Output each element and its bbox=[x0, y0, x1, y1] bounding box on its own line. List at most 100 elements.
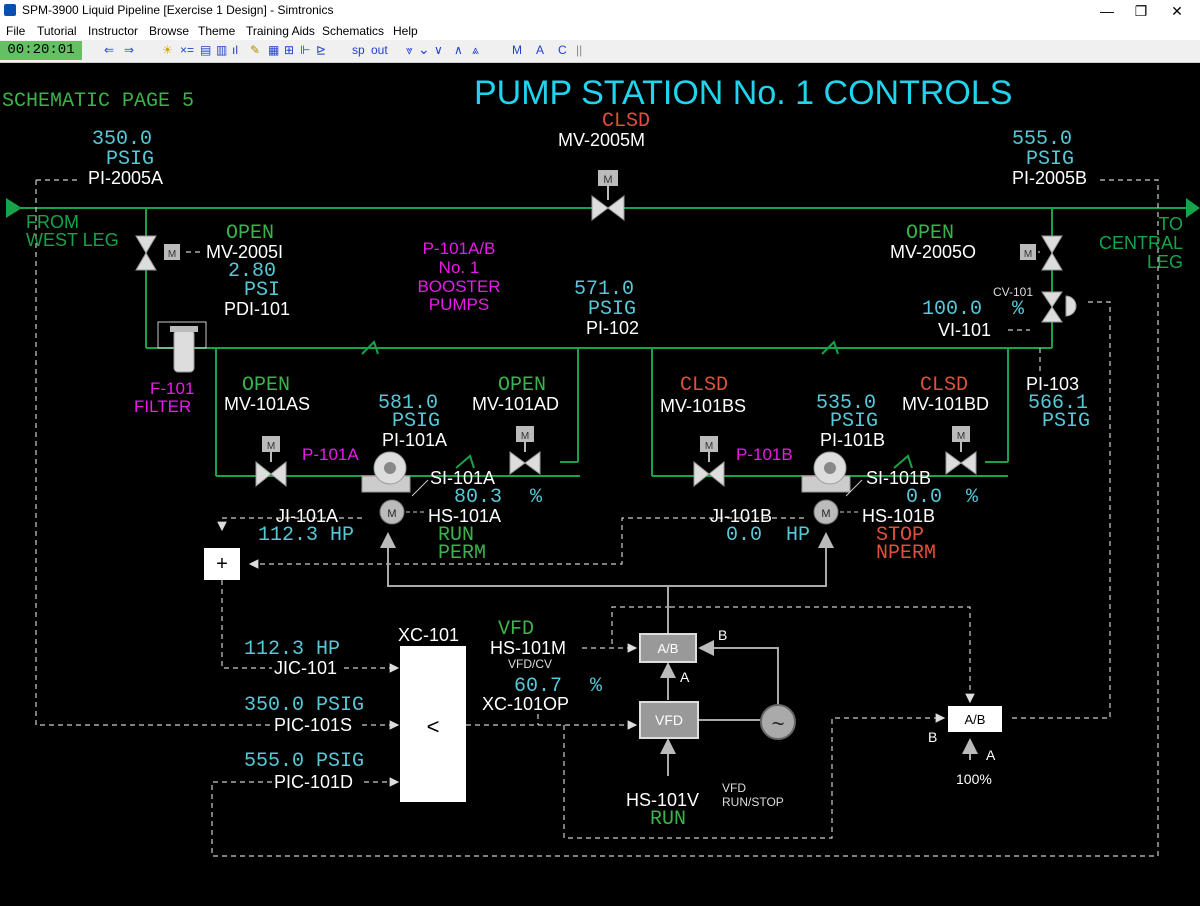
double-up-icon[interactable]: ⩓ bbox=[472, 43, 479, 57]
pi-103-tag[interactable]: PI-103 bbox=[1026, 374, 1079, 394]
valve-mv-101as[interactable]: M bbox=[255, 436, 287, 488]
svg-text:M: M bbox=[705, 441, 713, 452]
ji-101a-value: 112.3 bbox=[258, 524, 318, 547]
hs-101a-tag[interactable]: HS-101A bbox=[428, 506, 501, 526]
svg-text:A/B: A/B bbox=[965, 712, 986, 727]
forward-arrow-icon[interactable]: ⇒ bbox=[124, 43, 135, 57]
out-button[interactable]: out bbox=[371, 43, 388, 57]
pi-2005a-tag[interactable]: PI-2005A bbox=[88, 168, 163, 188]
ab-right-b: B bbox=[928, 729, 937, 745]
menu-theme[interactable]: Theme bbox=[198, 24, 236, 38]
jic-101-tag[interactable]: JIC-101 bbox=[274, 658, 337, 678]
pi-2005b-tag[interactable]: PI-2005B bbox=[1012, 168, 1087, 188]
bar-chart-icon[interactable]: ıl bbox=[232, 43, 238, 57]
hs-101m-tag[interactable]: HS-101M bbox=[490, 638, 566, 658]
si-101b-tag[interactable]: SI-101B bbox=[866, 468, 931, 488]
mv-2005o-tag[interactable]: MV-2005O bbox=[890, 242, 976, 262]
pump-p-101a[interactable]: M bbox=[361, 451, 429, 525]
sp-button[interactable]: sp bbox=[352, 43, 365, 57]
pencil-icon[interactable]: ✎ bbox=[250, 43, 261, 57]
pi-102-value: 571.0 bbox=[574, 278, 634, 301]
multiply-icon[interactable]: ×= bbox=[180, 43, 195, 57]
pi-2005b-unit: PSIG bbox=[1026, 148, 1074, 171]
pumps-label-1: P-101A/B bbox=[423, 239, 496, 258]
menu-instructor[interactable]: Instructor bbox=[88, 24, 139, 38]
menu-browse[interactable]: Browse bbox=[149, 24, 190, 38]
menu-schematics[interactable]: Schematics bbox=[322, 24, 385, 38]
svg-text:M: M bbox=[821, 508, 830, 520]
hs-101b-perm: NPERM bbox=[876, 542, 936, 565]
down-icon[interactable]: ∨ bbox=[434, 43, 443, 57]
cv-101-tag[interactable]: CV-101 bbox=[993, 285, 1033, 299]
pic-101s-tag[interactable]: PIC-101S bbox=[274, 715, 352, 735]
hs-101v-tag[interactable]: HS-101V bbox=[626, 790, 699, 810]
mv-2005i-tag[interactable]: MV-2005I bbox=[206, 242, 283, 262]
filter-tag[interactable]: F-101 bbox=[150, 379, 194, 398]
schematic-canvas: M M M M M M M bbox=[0, 66, 1200, 906]
si-101a-tag[interactable]: SI-101A bbox=[430, 468, 495, 488]
cascade-button[interactable]: C bbox=[558, 43, 567, 57]
double-down-icon[interactable]: ⩔ bbox=[406, 43, 413, 57]
back-arrow-icon[interactable]: ⇐ bbox=[104, 43, 115, 57]
filter-f-101[interactable] bbox=[157, 321, 207, 373]
mv-101as-tag[interactable]: MV-101AS bbox=[224, 394, 310, 414]
xc-101-tag[interactable]: XC-101 bbox=[398, 625, 459, 645]
mv-101bd-tag[interactable]: MV-101BD bbox=[902, 394, 989, 414]
mv-2005m-tag[interactable]: MV-2005M bbox=[558, 130, 645, 150]
valve-mv-2005m[interactable]: M bbox=[591, 170, 625, 221]
minimize-button[interactable]: — bbox=[1100, 3, 1114, 19]
sum-block[interactable]: + bbox=[204, 548, 240, 580]
trend-icon[interactable]: ▤ bbox=[200, 43, 212, 57]
ji-101a-tag[interactable]: JI-101A bbox=[276, 506, 338, 526]
valve-mv-101bs[interactable]: M bbox=[693, 436, 725, 488]
double-down-icon-2[interactable]: ⌄ bbox=[418, 41, 430, 57]
valve-mv-101bd[interactable]: M bbox=[945, 426, 977, 475]
menu-help[interactable]: Help bbox=[393, 24, 418, 38]
filter-icon[interactable]: ⊞ bbox=[284, 43, 295, 57]
up-icon[interactable]: ∧ bbox=[454, 43, 463, 57]
pi-101b-value: 535.0 bbox=[816, 392, 876, 415]
close-button[interactable]: ✕ bbox=[1171, 3, 1183, 19]
tree-icon[interactable]: ⊩ bbox=[300, 43, 311, 57]
mv-2005o-status: OPEN bbox=[906, 222, 954, 245]
chart-icon[interactable]: ⊵ bbox=[316, 43, 327, 57]
menu-file[interactable]: File bbox=[6, 24, 26, 38]
control-valve-cv-101[interactable] bbox=[1041, 291, 1077, 323]
auto-button[interactable]: A bbox=[536, 43, 545, 57]
pdi-101-tag[interactable]: PDI-101 bbox=[224, 299, 290, 319]
mv-101ad-tag[interactable]: MV-101AD bbox=[472, 394, 559, 414]
pi-2005a-unit: PSIG bbox=[106, 148, 154, 171]
sun-icon[interactable]: ☀ bbox=[162, 43, 173, 57]
valve-mv-2005i[interactable]: M bbox=[135, 235, 180, 271]
pic-101d-tag[interactable]: PIC-101D bbox=[274, 772, 353, 792]
bars-icon[interactable]: ▥ bbox=[216, 43, 228, 57]
menu-tutorial[interactable]: Tutorial bbox=[37, 24, 77, 38]
pi-101a-tag[interactable]: PI-101A bbox=[382, 430, 447, 450]
ab-switch-left[interactable]: A/B bbox=[639, 633, 697, 663]
manual-button[interactable]: M bbox=[512, 43, 522, 57]
xc-101-selector[interactable]: < bbox=[400, 646, 466, 802]
mv-101bs-tag[interactable]: MV-101BS bbox=[660, 396, 746, 416]
ji-101b-tag[interactable]: JI-101B bbox=[710, 506, 772, 526]
menu-training-aids[interactable]: Training Aids bbox=[246, 24, 315, 38]
from-label-2: WEST LEG bbox=[26, 230, 119, 250]
maximize-button[interactable]: ❐ bbox=[1134, 3, 1148, 19]
grid-icon[interactable]: ▦ bbox=[268, 43, 280, 57]
pump-p-101b[interactable]: M bbox=[801, 451, 863, 525]
ac-source-icon: ~ bbox=[760, 704, 796, 740]
vfd-block[interactable]: VFD bbox=[639, 701, 699, 739]
pi-102-tag[interactable]: PI-102 bbox=[586, 318, 639, 338]
vi-101-tag[interactable]: VI-101 bbox=[938, 320, 991, 340]
pdi-101-unit: PSI bbox=[244, 279, 280, 302]
valve-mv-101ad[interactable]: M bbox=[509, 426, 541, 475]
svg-text:A/B: A/B bbox=[658, 641, 679, 656]
pi-101b-tag[interactable]: PI-101B bbox=[820, 430, 885, 450]
ab-switch-right[interactable]: A/B bbox=[948, 706, 1002, 732]
hs-101b-tag[interactable]: HS-101B bbox=[862, 506, 935, 526]
valve-mv-2005o[interactable]: M bbox=[1020, 235, 1063, 271]
p-101b-tag[interactable]: P-101B bbox=[736, 445, 793, 464]
p-101a-tag[interactable]: P-101A bbox=[302, 445, 359, 464]
xc-101op-tag[interactable]: XC-101OP bbox=[482, 694, 569, 714]
svg-text:M: M bbox=[387, 508, 396, 520]
hs-101b-state: STOP bbox=[876, 524, 924, 547]
